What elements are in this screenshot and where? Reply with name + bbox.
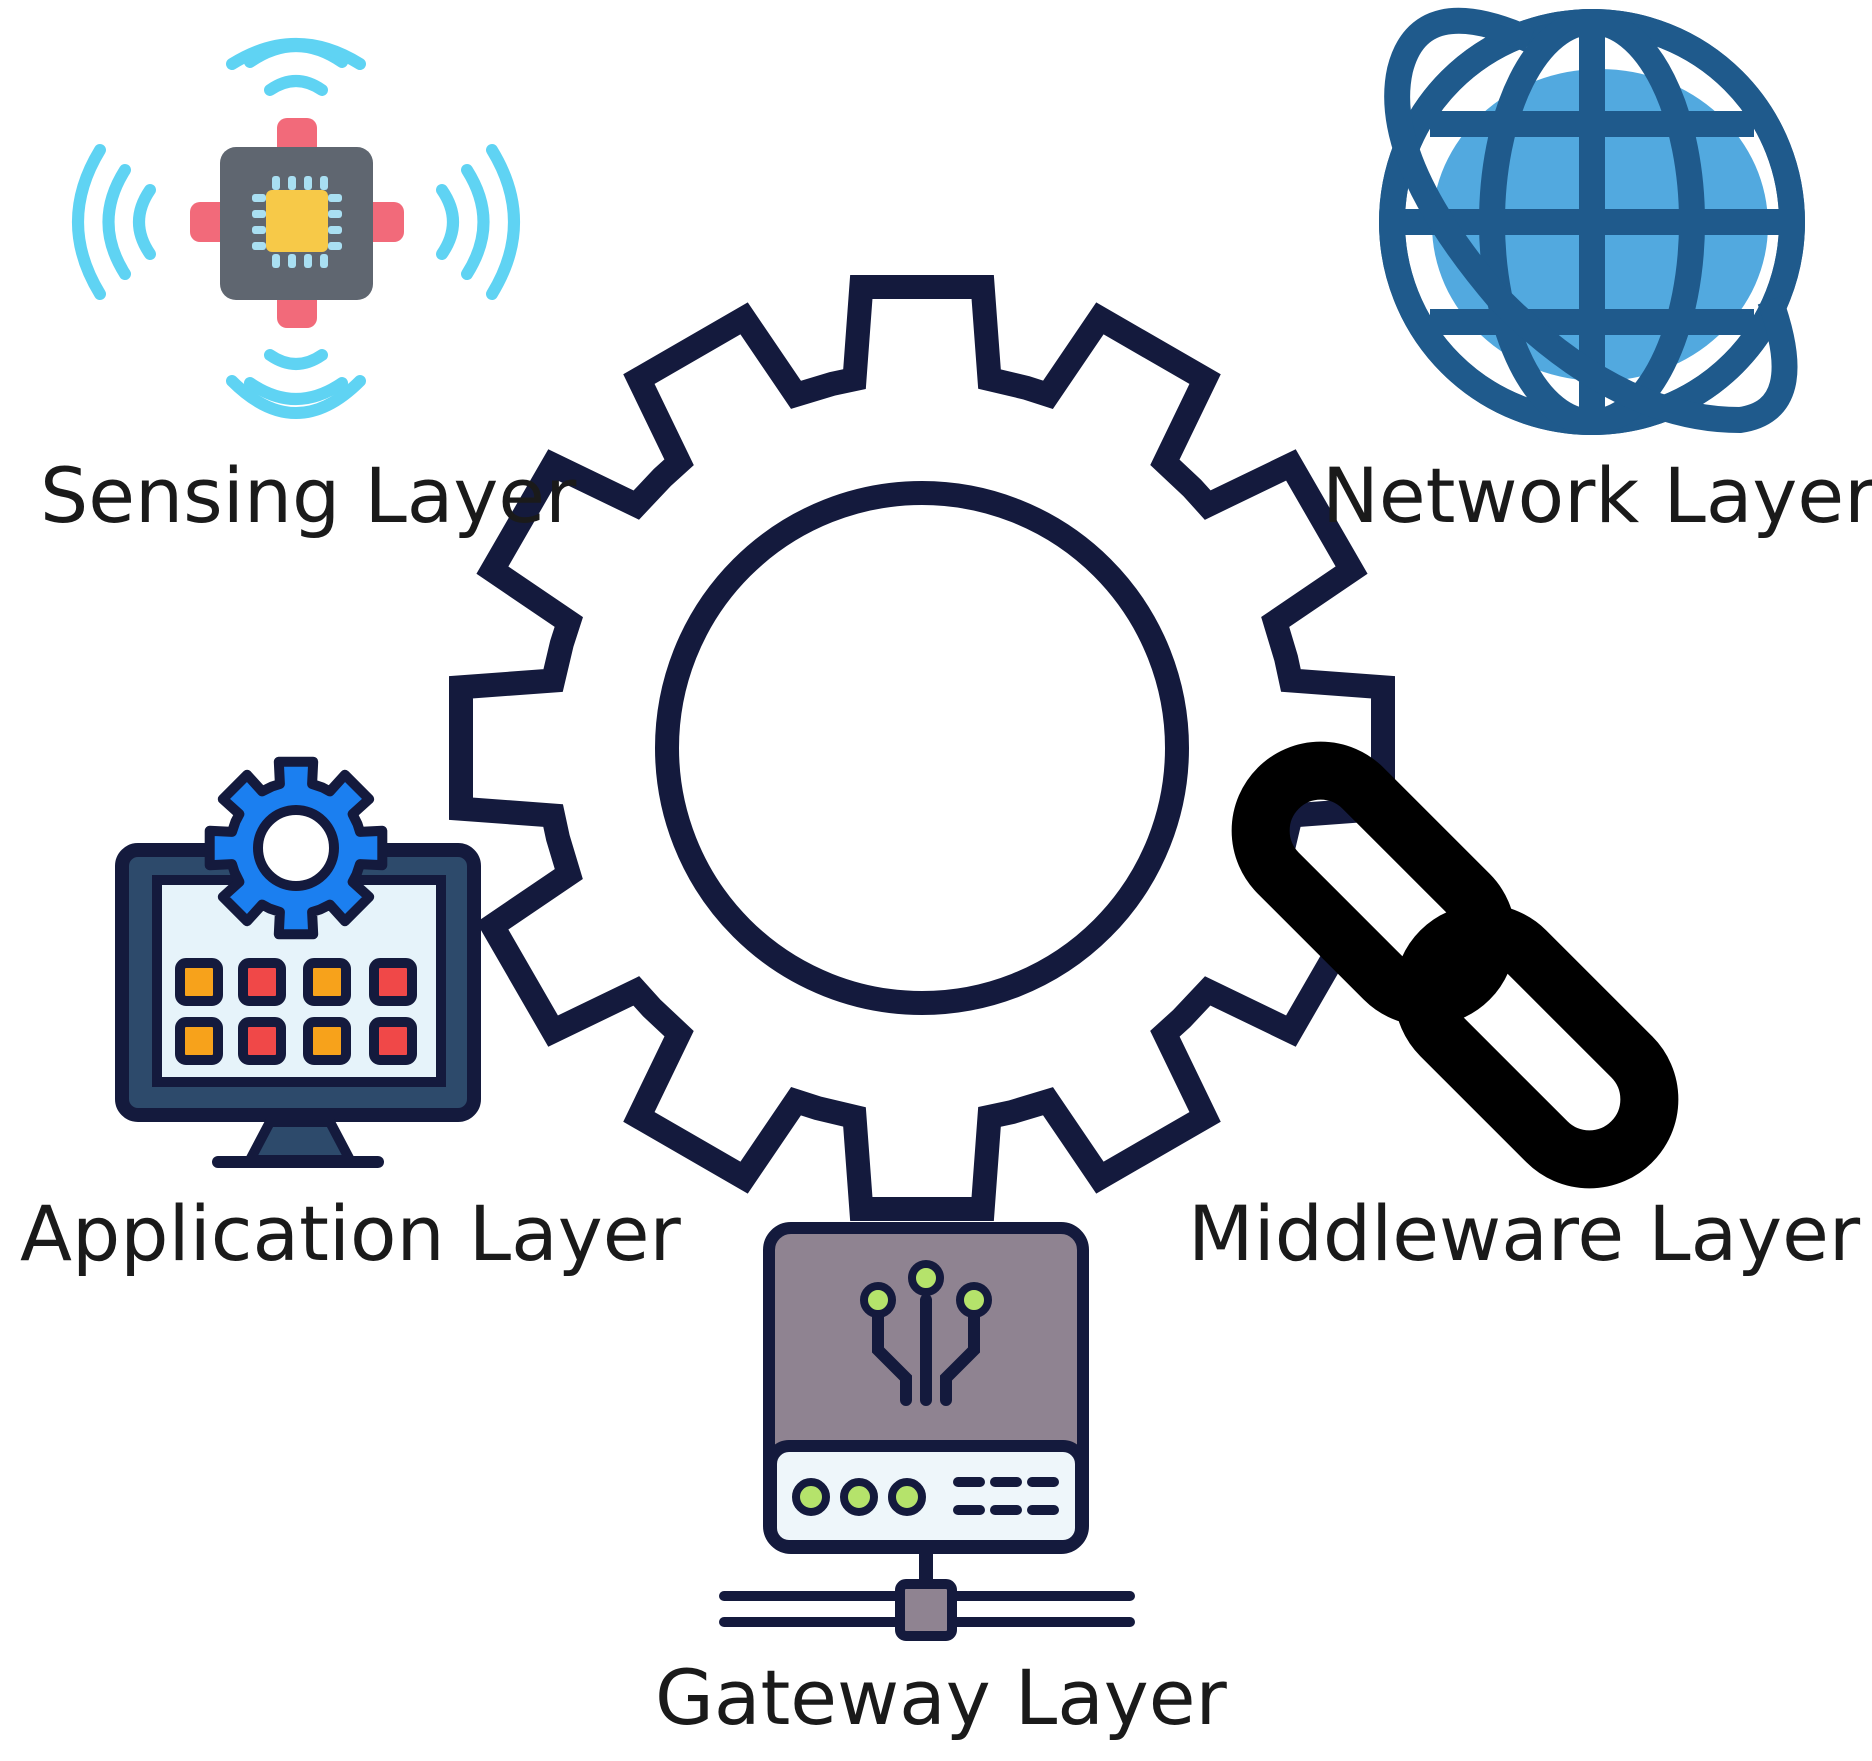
gear-icon xyxy=(449,275,1395,1221)
middleware-layer-label: Middleware Layer xyxy=(1188,1189,1861,1278)
globe-icon xyxy=(1379,7,1805,435)
gear-hole xyxy=(655,481,1189,1015)
sensor-chip-icon xyxy=(72,38,520,419)
gateway-layer-label: Gateway Layer xyxy=(655,1653,1227,1742)
network-layer-label: Network Layer xyxy=(1322,451,1872,540)
gateway-server-icon xyxy=(719,1222,1135,1641)
sensing-layer-label: Sensing Layer xyxy=(40,451,577,540)
monitor-settings-icon xyxy=(115,756,481,1168)
chain-link-icon xyxy=(1231,741,1679,1189)
application-layer-label: Application Layer xyxy=(20,1189,681,1278)
